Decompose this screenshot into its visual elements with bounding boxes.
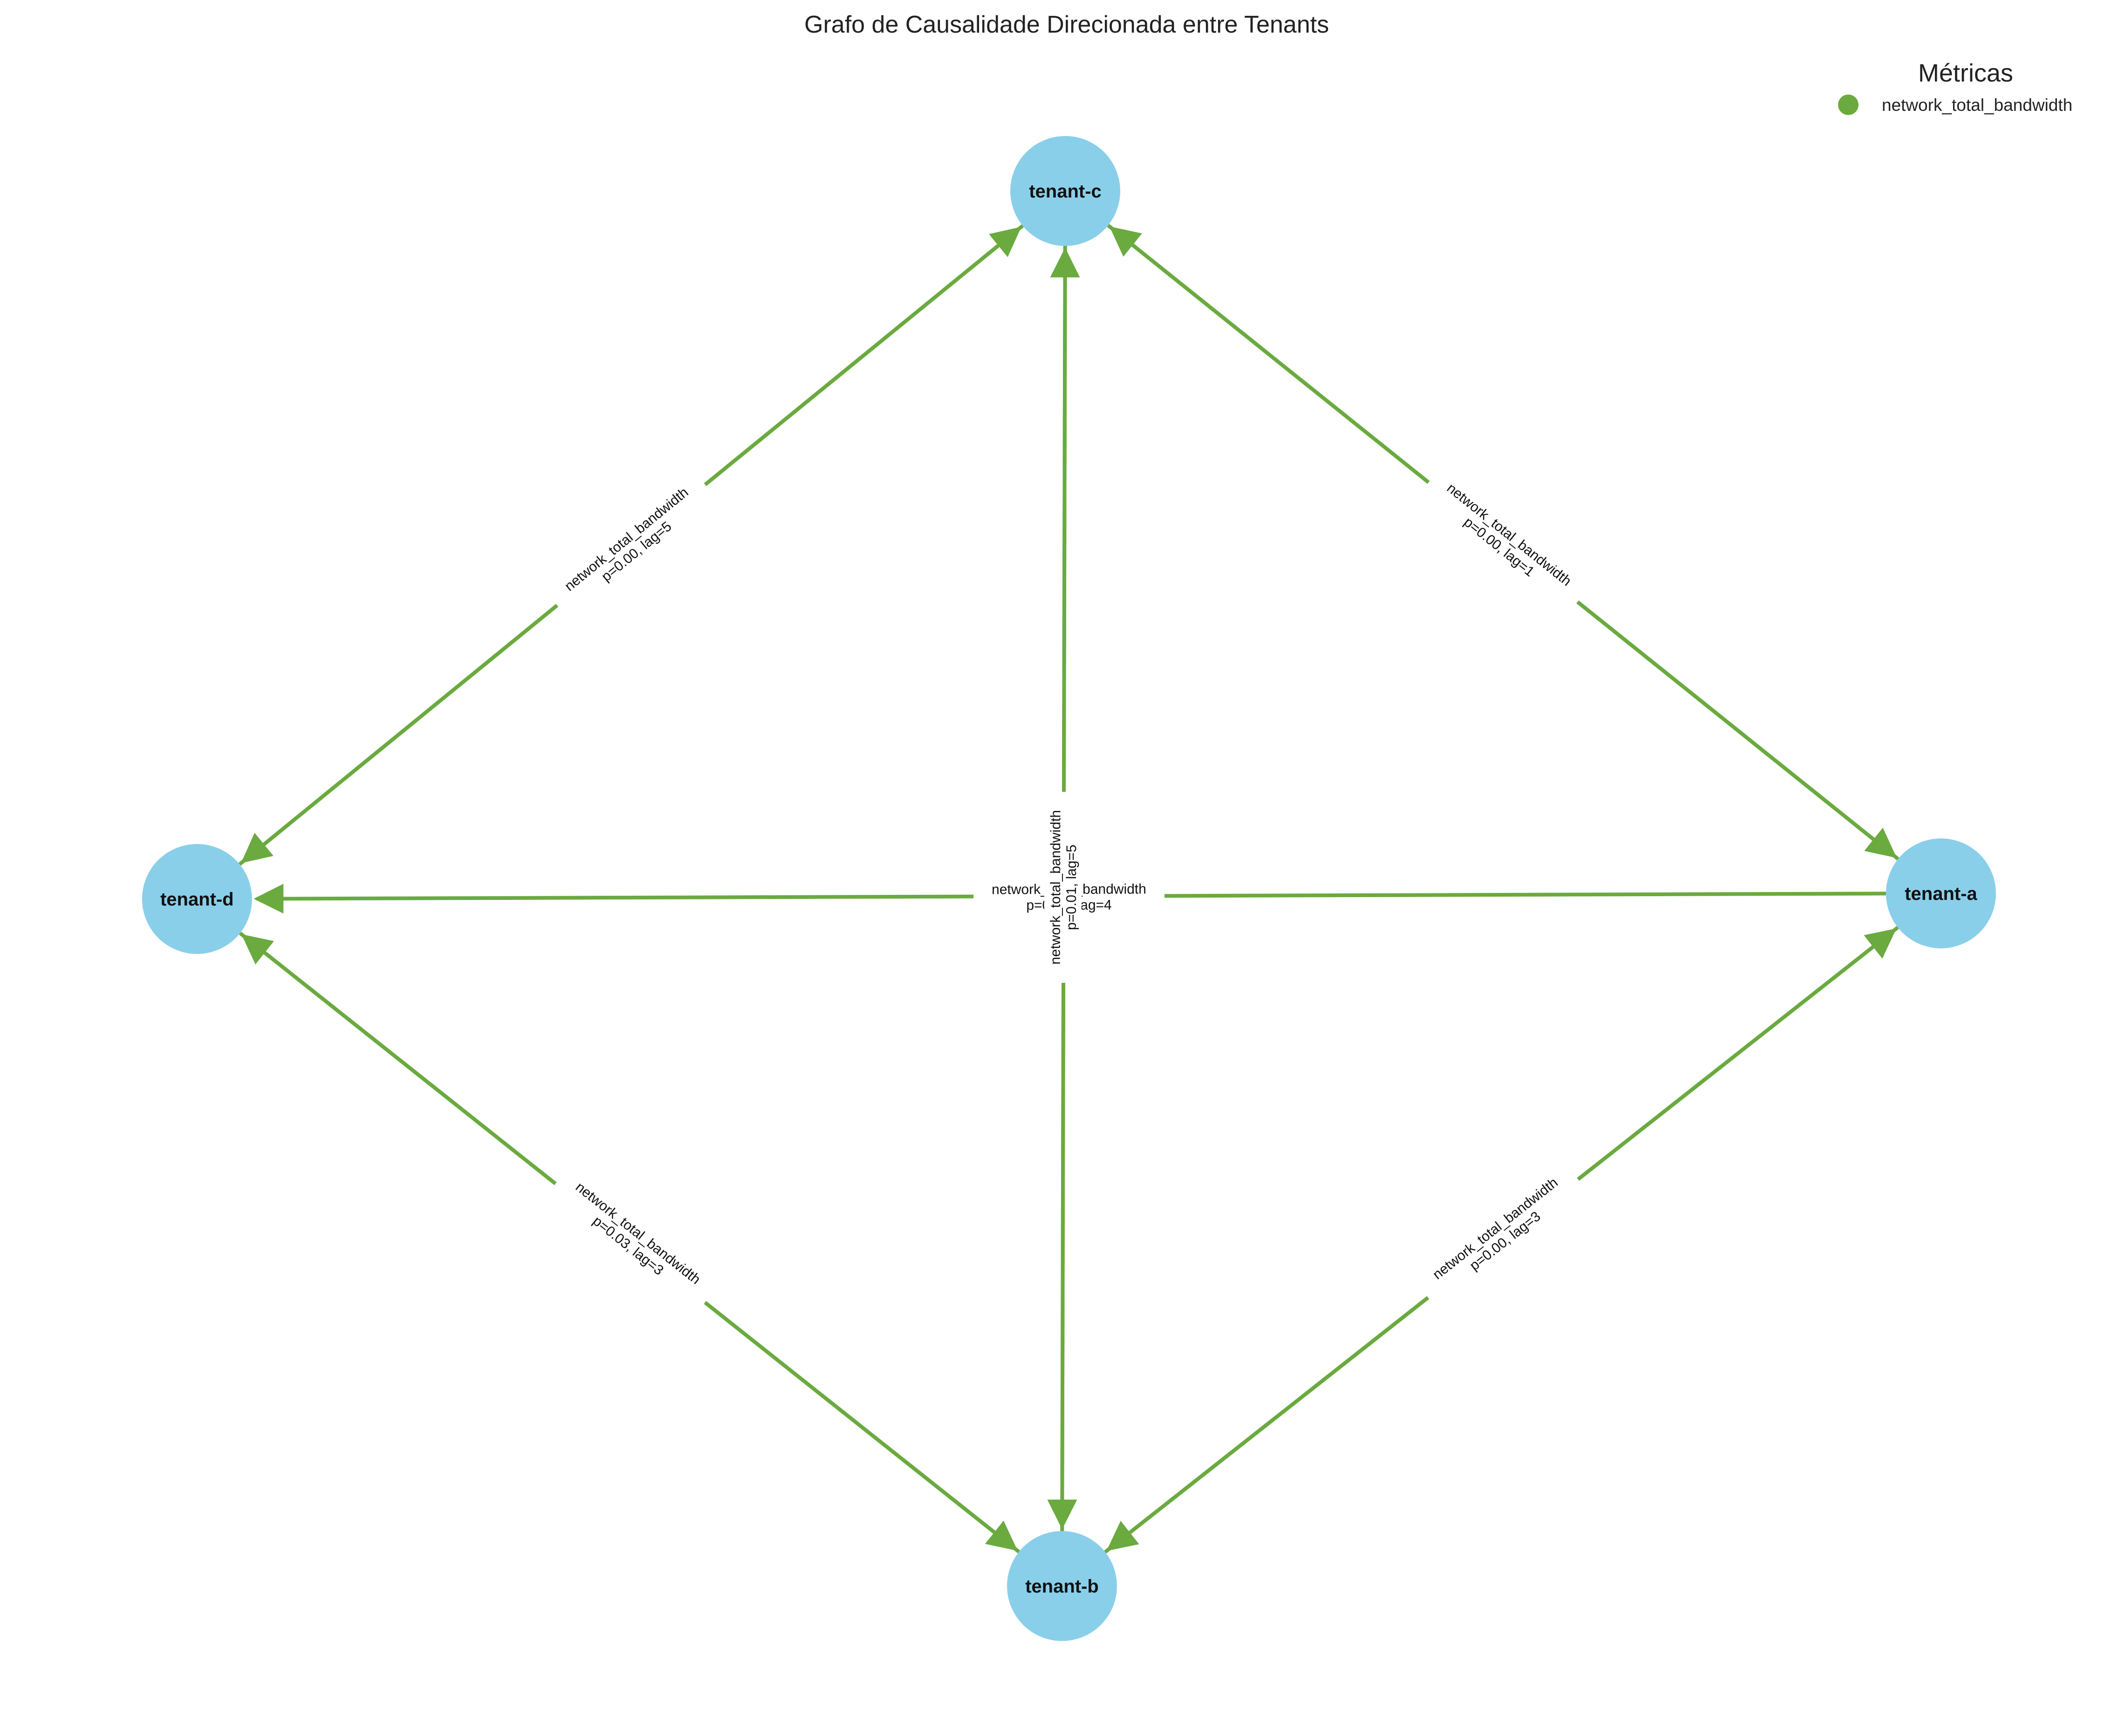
edge-label-metric: network_total_bandwidth [572,1179,703,1287]
node-label-tenant-c: tenant-c [1029,181,1102,202]
edge-label-background [1413,1160,1586,1308]
node-label-tenant-b: tenant-b [1025,1576,1099,1597]
edge-label-background [547,1165,720,1313]
node-tenant-d [142,844,252,954]
legend-item-label: network_total_bandwidth [1882,95,2072,115]
edge-label-background [1418,466,1591,615]
node-label-tenant-a: tenant-a [1905,884,1977,904]
edge-label-background [1044,791,1082,983]
edge-label-metric: network_total_bandwidth [1048,810,1064,965]
nodes-layer: tenant-c tenant-d tenant-a tenant-b [142,136,1996,1641]
node-tenant-a [1886,838,1996,948]
node-label-tenant-d: tenant-d [160,889,234,910]
node-tenant-b [1007,1531,1117,1641]
edge-label-metric: network_total_bandwidth [562,484,691,594]
edge-label-metric: network_total_bandwidth [1430,1175,1561,1282]
edge-label-metric: network_total_bandwidth [1444,480,1574,589]
edge-label-background [545,470,717,620]
legend-title: Métricas [1918,59,2013,87]
edge-label-stats: p=0.01, lag=5 [1064,844,1079,930]
node-tenant-c [1010,136,1120,246]
legend-swatch [1838,95,1858,115]
chart-title: Grafo de Causalidade Direcionada entre T… [804,11,1329,38]
legend: Métricas network_total_bandwidth [1838,59,2072,115]
